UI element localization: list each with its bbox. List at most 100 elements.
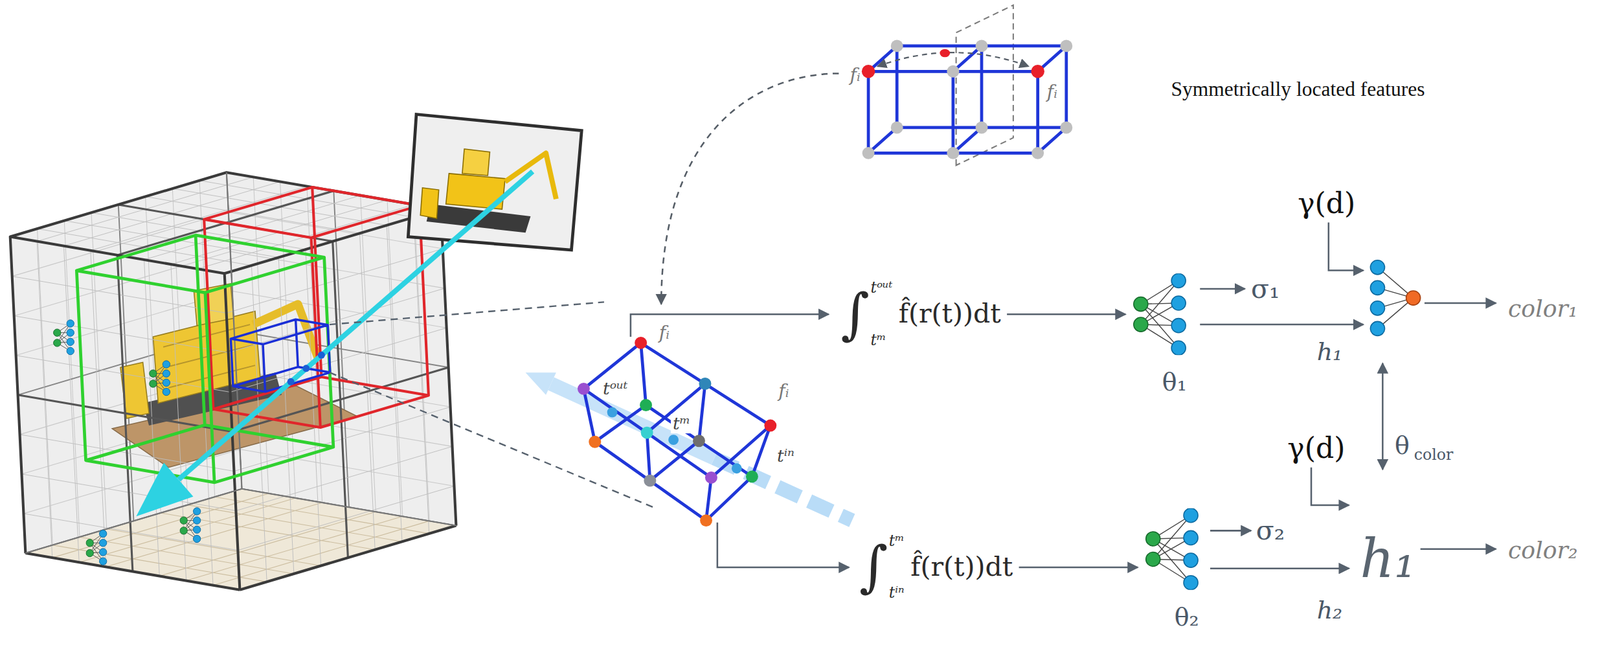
ray-bound-label: tⁱⁿ (775, 446, 797, 466)
mlp-network: θ₁ (1127, 273, 1193, 397)
feature-vertex (946, 146, 959, 160)
flow-arrows (1199, 222, 1496, 569)
blue-cell (230, 319, 330, 392)
integral-sign: ∫ (841, 282, 870, 346)
photo-frame (407, 113, 582, 250)
output-label: color₁ (1508, 296, 1578, 323)
direction-encoding: γ(d) (1287, 433, 1345, 465)
mlp-neuron (1171, 318, 1186, 333)
feature-arrow (1199, 323, 1364, 326)
cube-outline (10, 172, 457, 590)
feature-vertex (577, 382, 590, 395)
lower-limit: tⁱⁿ (889, 585, 905, 601)
symmetric-cell (861, 5, 1073, 166)
cell-mlp-icon (86, 529, 107, 565)
feature-vertex (975, 39, 989, 52)
feature-vertex (698, 377, 711, 390)
feature-vertex (764, 419, 777, 432)
mlp-neuron (1183, 530, 1198, 545)
ray-arrowhead (135, 462, 193, 517)
ray-sample (607, 407, 618, 418)
input-photo (407, 113, 582, 250)
mlp-input-neuron (1146, 531, 1161, 546)
density-label: σ₂ (1256, 516, 1285, 546)
mlp-neuron (1370, 321, 1385, 336)
mlp-neuron (1370, 301, 1385, 316)
symmetry-midpoint (939, 49, 950, 58)
feature-vertex (692, 434, 706, 447)
feature-vertex (1059, 121, 1073, 135)
feature-vertex (639, 398, 653, 412)
symmetry-arrow (877, 52, 1029, 67)
symmetric-feature (1030, 64, 1044, 78)
feature-label: h₂ (1317, 596, 1343, 624)
mlp-neuron (1183, 508, 1198, 523)
flow-arrow (1006, 313, 1126, 316)
feature-label-large: h₁ (1359, 529, 1416, 588)
bracket-arrow (717, 522, 849, 568)
feature-label: h₁ (1317, 338, 1343, 366)
feature-label: fᵢ (849, 64, 860, 85)
mlp-input-neuron (1133, 317, 1149, 332)
feature-vertex (890, 121, 904, 135)
symmetric-feature (861, 64, 875, 78)
photo-blade (420, 187, 439, 219)
feature-vertex (588, 435, 601, 449)
direction-arrow (1311, 467, 1349, 506)
direction-arrow (1328, 222, 1364, 271)
mlp-neuron (1183, 552, 1198, 568)
mlp-neuron (1171, 295, 1186, 311)
cell-mlp-icon (53, 319, 75, 355)
feature-vertex (1031, 146, 1044, 160)
parameter-label: θ (1394, 432, 1410, 460)
mlp-input-neuron (1146, 551, 1161, 566)
parameter-subscript: color (1414, 446, 1454, 464)
mlp-icon (1139, 508, 1206, 590)
photo-cab (462, 148, 491, 176)
sample-point (317, 351, 326, 359)
feature-vertex (862, 146, 875, 160)
mlp-caption: θ₁ (1127, 369, 1193, 397)
cell-mlp-icon (149, 360, 171, 396)
output-label: color₂ (1508, 538, 1578, 564)
mlp-neuron (1370, 260, 1385, 275)
cell-edges (868, 45, 1067, 153)
integrand: f̂(r(t))dt (910, 551, 1013, 584)
feature-vertex (643, 474, 656, 487)
camera-ray (178, 171, 533, 480)
parameter-label: θ₁ (1162, 368, 1187, 397)
mlp-output (1406, 290, 1421, 305)
integrand: f̂(r(t))dt (898, 298, 1002, 331)
color-mlp (1370, 260, 1420, 337)
feature-vertex (1059, 39, 1073, 52)
color-arrow (1424, 302, 1496, 305)
sigma-arrow (1199, 288, 1245, 291)
flow-arrow (1019, 566, 1139, 569)
feature-vertex (705, 471, 718, 484)
shared-weights-arrow (1381, 363, 1384, 470)
mlp-neuron (1171, 340, 1186, 355)
feature-label: fᵢ (778, 380, 789, 401)
lower-limit: tᵐ (870, 332, 893, 349)
density-label: σ₁ (1250, 273, 1280, 304)
integral-expression: ∫tᵐtⁱⁿf̂(r(t))dt (857, 531, 1016, 603)
cell-edges (583, 342, 770, 520)
feature-vertex (634, 336, 647, 350)
upper-limit: tᵒᵘᵗ (870, 280, 893, 296)
zoom-ray-head (525, 372, 557, 395)
mlp-network: θ₂ (1139, 508, 1206, 632)
zoom-ray-dashed (714, 457, 853, 520)
feature-label: fᵢ (659, 322, 670, 343)
ray-bound-label: tᵐ (670, 413, 693, 433)
integral-limits: tᵐ tⁱⁿ (889, 533, 905, 601)
green-subvolume (76, 235, 333, 483)
sigma-arrow (1210, 529, 1251, 532)
ray-bound-label: tᵒᵘᵗ (600, 379, 631, 399)
feature-sharing-arrow (661, 73, 839, 304)
zoomed-cell (525, 336, 853, 527)
mlp-caption: θ₂ (1139, 604, 1206, 632)
upper-limit: tᵐ (889, 533, 905, 550)
ray-sample (668, 434, 679, 445)
